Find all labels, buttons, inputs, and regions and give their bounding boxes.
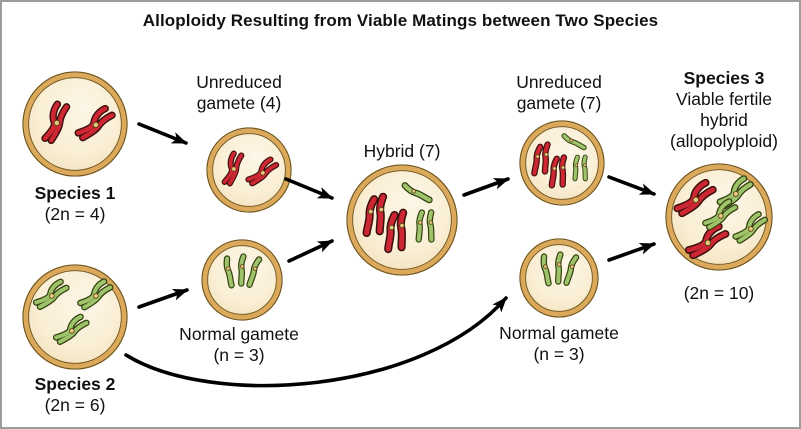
- cell-species-3: [665, 163, 773, 271]
- cell-species-2: [22, 264, 128, 370]
- chromosome-single-green: [561, 133, 587, 151]
- chromosome-pair-green: [732, 211, 769, 244]
- chromosome-pair-red: [673, 178, 717, 218]
- arrow-species2-to-normal-right: [124, 296, 508, 388]
- cell-normal-gamete-left: [201, 239, 283, 321]
- chromosome-pair-red: [41, 100, 71, 145]
- cell-hybrid: [346, 164, 458, 276]
- chromosome-pair-red: [684, 222, 730, 260]
- cell-unreduced-gamete-4: [206, 127, 292, 213]
- chromosome-single-red: [558, 154, 568, 188]
- chromosome-single-green: [238, 253, 247, 287]
- chromosome-pair-green: [32, 278, 70, 310]
- chromosome-pair-red: [245, 156, 280, 187]
- chromosome-single-green: [581, 154, 588, 182]
- chromosome-single-green: [246, 256, 263, 288]
- chromosome-single-red: [541, 141, 551, 175]
- chromosome-single-green: [415, 209, 426, 243]
- chromosome-single-red: [548, 155, 560, 189]
- chromosome-single-green: [426, 209, 435, 243]
- arrow-species2-to-normal-left: [137, 288, 189, 309]
- arrow-hybrid-to-unreduced7: [462, 177, 510, 197]
- chromosome-single-green: [223, 255, 235, 289]
- cell-species-1: [22, 71, 128, 177]
- chromosome-single-green: [572, 154, 581, 182]
- chromosome-single-red: [384, 210, 399, 254]
- chromosome-single-red: [531, 143, 544, 177]
- chromosome-single-green: [563, 254, 580, 286]
- chromosome-single-red: [375, 192, 388, 236]
- arrow-normal-left-to-hybrid: [287, 239, 334, 263]
- cell-normal-gamete-right: [519, 238, 599, 318]
- arrow-unreduced7-to-species3: [607, 175, 656, 196]
- chromosome-single-green: [540, 253, 552, 287]
- cell-unreduced-gamete-7: [519, 120, 605, 206]
- chromosome-single-red: [362, 195, 379, 238]
- chromosome-pair-green: [702, 198, 739, 231]
- chromosome-single-red: [396, 208, 408, 252]
- arrow-unreduced4-to-hybrid: [284, 177, 334, 200]
- chromosome-pair-green: [52, 313, 90, 345]
- arrow-species1-to-unreduced4: [137, 122, 188, 145]
- arrow-normal-right-to-species3: [607, 242, 656, 262]
- chromosome-single-green: [555, 251, 564, 285]
- chromosome-pair-red: [221, 150, 245, 187]
- chromosome-pair-red: [74, 104, 116, 142]
- chromosome-single-green: [401, 182, 433, 204]
- chromosome-pair-green: [77, 278, 114, 311]
- diagram-title: Alloploidy Resulting from Viable Matings…: [142, 11, 659, 30]
